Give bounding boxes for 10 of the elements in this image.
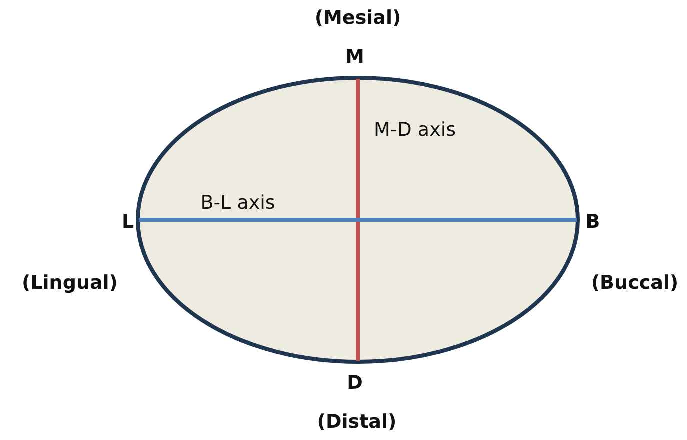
axis-label: M-D axis [374,119,456,141]
axis-label: B-L axis [200,192,276,214]
letter-label: L [122,211,134,233]
direction-label: (Distal) [317,411,397,433]
direction-label: (Buccal) [591,272,679,294]
direction-label: (Mesial) [314,7,402,29]
letter-label: D [347,372,363,394]
letter-label: B [586,211,600,233]
letter-label: M [346,46,364,68]
direction-label: (Lingual) [22,272,118,294]
